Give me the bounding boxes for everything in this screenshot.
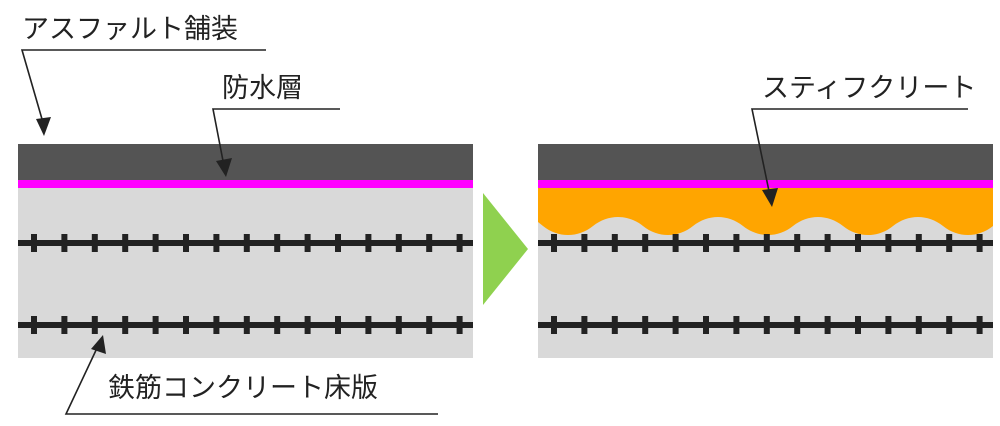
rebar-tick xyxy=(824,234,831,252)
asphalt-leader-line xyxy=(20,49,266,127)
rebar-tick xyxy=(456,316,463,334)
rebar-tick xyxy=(581,234,588,252)
waterproof-leader-line xyxy=(212,108,340,167)
rebar-tick xyxy=(703,316,709,334)
rebar-tick xyxy=(243,316,250,334)
rebar-tick xyxy=(611,316,618,334)
rebar-tick xyxy=(335,316,341,334)
rebar-tick xyxy=(946,316,953,334)
rebar-tick xyxy=(672,234,679,252)
asphalt-label: アスファルト舗装 xyxy=(22,14,238,45)
rebar-tick xyxy=(31,316,37,334)
left-rebar-group xyxy=(18,234,473,334)
transition-arrow-icon xyxy=(483,193,528,305)
left-panel xyxy=(18,144,473,358)
stiffcrete-leader-arrowhead xyxy=(762,188,778,207)
rebar-tick xyxy=(915,234,922,252)
rebar-tick xyxy=(672,316,679,334)
rebar-tick xyxy=(824,316,831,334)
asphalt-leader-arrowhead xyxy=(36,117,51,136)
rebar-tick xyxy=(642,316,649,334)
rebar-tick xyxy=(152,234,159,252)
rebar-tick xyxy=(915,316,922,334)
rebar-tick xyxy=(395,316,402,334)
stiffcrete-label: スティフクリート xyxy=(762,73,977,104)
rebar-tick xyxy=(763,316,770,334)
rebar-tick xyxy=(855,316,861,334)
rebar-tick xyxy=(274,316,281,334)
rebar-tick xyxy=(611,234,618,252)
rebar-tick xyxy=(733,234,740,252)
rebar-tick xyxy=(426,234,433,252)
rebar-tick xyxy=(855,234,861,252)
rebar-tick xyxy=(642,234,649,252)
rebar-tick xyxy=(183,316,189,334)
right-stiffcrete-layer xyxy=(538,188,993,235)
left-waterproof-layer xyxy=(18,180,473,188)
rebar-tick xyxy=(551,234,557,252)
rebar-tick xyxy=(61,234,68,252)
rebar-tick xyxy=(335,234,341,252)
rebar-tick xyxy=(213,316,220,334)
rebar-tick xyxy=(794,316,801,334)
rebar-tick xyxy=(426,316,433,334)
rebar-tick xyxy=(61,316,68,334)
rebar-tick xyxy=(91,316,98,334)
leader-lines xyxy=(20,49,968,415)
slab-leader-line xyxy=(64,345,438,415)
rebar-tick xyxy=(703,234,709,252)
rebar-tick xyxy=(551,316,557,334)
rebar-tick xyxy=(365,234,372,252)
rebar-tick xyxy=(183,234,189,252)
waterproof-layer-label: 防水層 xyxy=(222,73,303,104)
rebar-tick xyxy=(794,234,801,252)
right-panel xyxy=(538,144,993,358)
rebar-tick xyxy=(581,316,588,334)
rebar-tick xyxy=(304,234,311,252)
stiffcrete-leader-line xyxy=(751,108,968,197)
rebar-tick xyxy=(304,316,311,334)
rebar-tick xyxy=(733,316,740,334)
slab-leader-arrowhead xyxy=(91,335,106,354)
waterproof-leader-arrowhead xyxy=(216,158,232,177)
rebar-tick xyxy=(395,234,402,252)
rebar-tick xyxy=(152,316,159,334)
rebar-tick xyxy=(91,234,98,252)
rc-slab-label: 鉄筋コンクリート床版 xyxy=(108,373,378,404)
rebar-tick xyxy=(122,316,129,334)
rebar-tick xyxy=(946,234,953,252)
rebar-tick xyxy=(122,234,129,252)
rebar-tick xyxy=(243,234,250,252)
rebar-tick xyxy=(976,234,983,252)
rebar-tick xyxy=(365,316,372,334)
rebar-tick xyxy=(885,234,892,252)
rebar-tick xyxy=(763,234,770,252)
right-rebar-group xyxy=(538,234,993,334)
rebar-tick xyxy=(976,316,983,334)
right-waterproof-layer xyxy=(538,180,993,188)
rebar-tick xyxy=(213,234,220,252)
left-asphalt-layer xyxy=(18,144,473,180)
rebar-tick xyxy=(31,234,37,252)
rebar-tick xyxy=(274,234,281,252)
rebar-tick xyxy=(885,316,892,334)
rebar-tick xyxy=(456,234,463,252)
